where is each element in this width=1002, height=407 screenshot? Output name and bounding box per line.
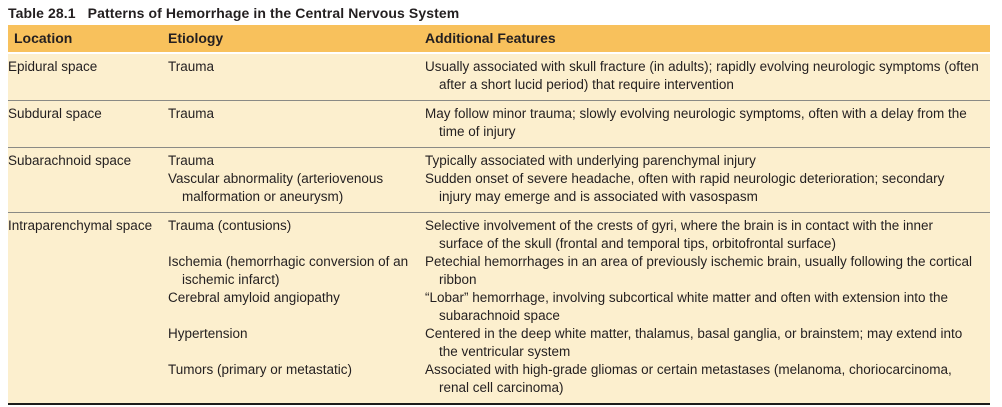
cell-location: Subdural space	[8, 106, 102, 121]
cell-etiology: Trauma	[168, 106, 215, 121]
hemorrhage-table: Location Etiology Additional Features Ep…	[8, 25, 990, 405]
table-row: Intraparenchymal space Trauma (contusion…	[8, 212, 990, 403]
table-row: Subarachnoid space Trauma Typically asso…	[8, 147, 990, 212]
etiology-feature-entry: Trauma Typically associated with underly…	[168, 152, 990, 170]
cell-etiology: Ischemia (hemorrhagic conversion of an i…	[168, 254, 409, 287]
row-entries: Trauma Usually associated with skull fra…	[168, 58, 990, 94]
cell-location: Epidural space	[8, 59, 98, 74]
etiology-feature-entry: Trauma (contusions) Selective involvemen…	[168, 217, 990, 253]
cell-etiology: Cerebral amyloid angiopathy	[168, 290, 340, 305]
etiology-feature-entry: Trauma Usually associated with skull fra…	[168, 58, 990, 94]
etiology-feature-entry: Tumors (primary or metastatic) Associate…	[168, 361, 990, 397]
table-title-text: Patterns of Hemorrhage in the Central Ne…	[87, 5, 460, 21]
cell-etiology: Trauma (contusions)	[168, 218, 292, 233]
cell-etiology: Hypertension	[168, 326, 248, 341]
table-row: Subdural space Trauma May follow minor t…	[8, 100, 990, 147]
table-number: Table 28.1	[8, 5, 76, 21]
row-entries: Trauma (contusions) Selective involvemen…	[168, 217, 990, 397]
cell-additional-features: Typically associated with underlying par…	[425, 153, 756, 168]
column-header-location: Location	[14, 30, 73, 46]
table-header-row: Location Etiology Additional Features	[8, 25, 990, 54]
table-title: Table 28.1 Patterns of Hemorrhage in the …	[0, 0, 1002, 25]
cell-additional-features: May follow minor trauma; slowly evolving…	[425, 106, 967, 139]
cell-additional-features: “Lobar” hemorrhage, involving subcortica…	[425, 290, 949, 323]
etiology-feature-entry: Hypertension Centered in the deep white …	[168, 325, 990, 361]
row-entries: Trauma Typically associated with underly…	[168, 152, 990, 206]
column-header-etiology: Etiology	[168, 30, 224, 46]
cell-additional-features: Usually associated with skull fracture (…	[425, 59, 979, 92]
etiology-feature-entry: Ischemia (hemorrhagic conversion of an i…	[168, 253, 990, 289]
cell-additional-features: Petechial hemorrhages in an area of prev…	[425, 254, 973, 287]
cell-additional-features: Selective involvement of the crests of g…	[425, 218, 933, 251]
etiology-feature-entry: Cerebral amyloid angiopathy “Lobar” hemo…	[168, 289, 990, 325]
cell-location: Intraparenchymal space	[8, 218, 153, 233]
etiology-feature-entry: Vascular abnormality (arteriovenous malf…	[168, 170, 990, 206]
cell-additional-features: Sudden onset of severe headache, often w…	[425, 171, 945, 204]
cell-etiology: Trauma	[168, 153, 215, 168]
cell-etiology: Tumors (primary or metastatic)	[168, 362, 353, 377]
column-header-additional-features: Additional Features	[425, 30, 556, 46]
cell-etiology: Trauma	[168, 59, 215, 74]
cell-etiology: Vascular abnormality (arteriovenous malf…	[168, 171, 384, 204]
cell-additional-features: Centered in the deep white matter, thala…	[425, 326, 963, 359]
table-row: Epidural space Trauma Usually associated…	[8, 54, 990, 100]
etiology-feature-entry: Trauma May follow minor trauma; slowly e…	[168, 105, 990, 141]
table-body: Epidural space Trauma Usually associated…	[8, 54, 990, 403]
cell-additional-features: Associated with high-grade gliomas or ce…	[425, 362, 952, 395]
cell-location: Subarachnoid space	[8, 153, 132, 168]
row-entries: Trauma May follow minor trauma; slowly e…	[168, 105, 990, 141]
